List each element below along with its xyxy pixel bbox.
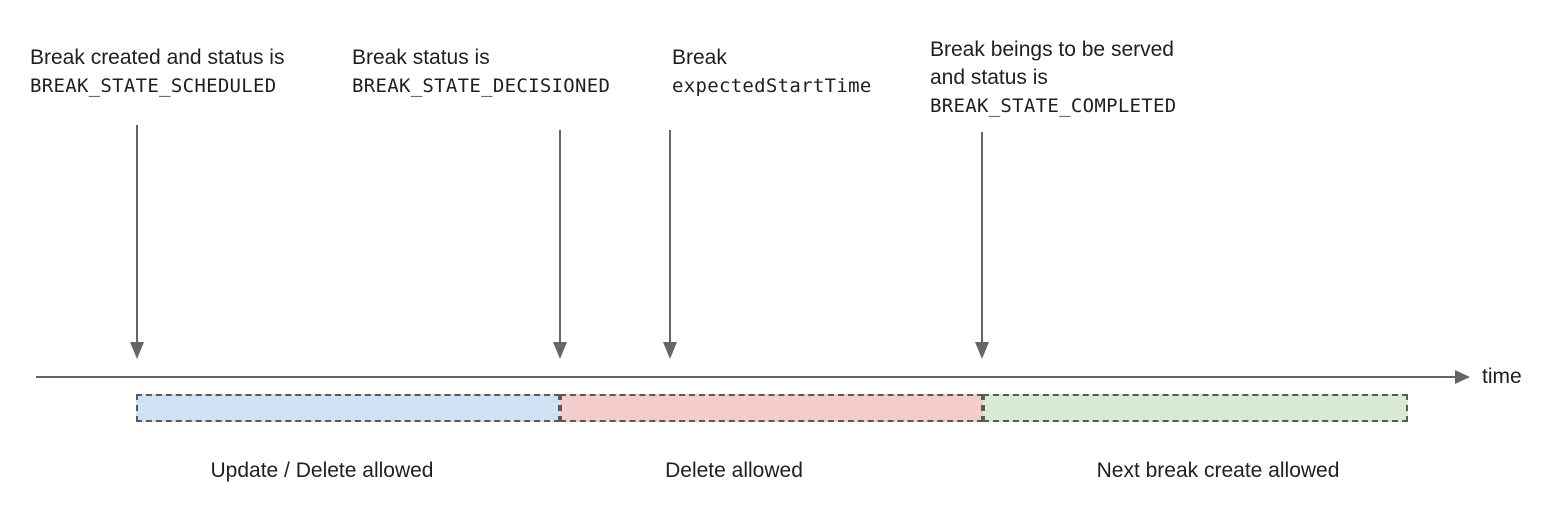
time-axis-arrow-head-icon: [1455, 370, 1470, 384]
annotation-code: expectedStartTime: [672, 75, 872, 97]
annotation-text: Break created and status is: [30, 46, 285, 69]
annotation-text: Break beings to be served: [930, 38, 1174, 61]
arrow-head-icon: [975, 342, 989, 359]
segment-delete-allowed: [560, 394, 983, 422]
annotation-break-completed: Break beings to be served and status is …: [930, 36, 1177, 120]
down-arrow-break-decisioned: [553, 130, 567, 359]
annotation-code: BREAK_STATE_COMPLETED: [930, 95, 1177, 117]
arrow-stem: [136, 125, 138, 342]
down-arrow-break-completed: [975, 132, 989, 359]
annotation-code: BREAK_STATE_SCHEDULED: [30, 75, 277, 97]
annotation-text: and status is: [930, 66, 1048, 89]
annotation-expected-start-time: Break expectedStartTime: [672, 44, 872, 100]
annotation-code: BREAK_STATE_DECISIONED: [352, 75, 611, 97]
segment-next-break-create-allowed: [983, 394, 1408, 422]
arrow-head-icon: [553, 342, 567, 359]
down-arrow-expected-start-time: [663, 130, 677, 359]
arrow-head-icon: [130, 342, 144, 359]
arrow-stem: [981, 132, 983, 342]
segment-label-next-break: Next break create allowed: [1096, 459, 1340, 482]
annotation-break-decisioned: Break status is BREAK_STATE_DECISIONED: [352, 44, 610, 100]
segment-update-delete-allowed: [136, 394, 560, 422]
down-arrow-break-created: [130, 125, 144, 359]
time-axis-line: [36, 376, 1458, 378]
arrow-stem: [559, 130, 561, 342]
annotation-text: Break: [672, 46, 727, 69]
segment-label-delete: Delete allowed: [665, 459, 803, 482]
annotation-text: Break status is: [352, 46, 490, 69]
segment-label-update-delete: Update / Delete allowed: [210, 459, 434, 482]
time-axis-label: time: [1482, 365, 1522, 388]
arrow-stem: [669, 130, 671, 342]
annotation-break-scheduled: Break created and status is BREAK_STATE_…: [30, 44, 284, 100]
arrow-head-icon: [663, 342, 677, 359]
